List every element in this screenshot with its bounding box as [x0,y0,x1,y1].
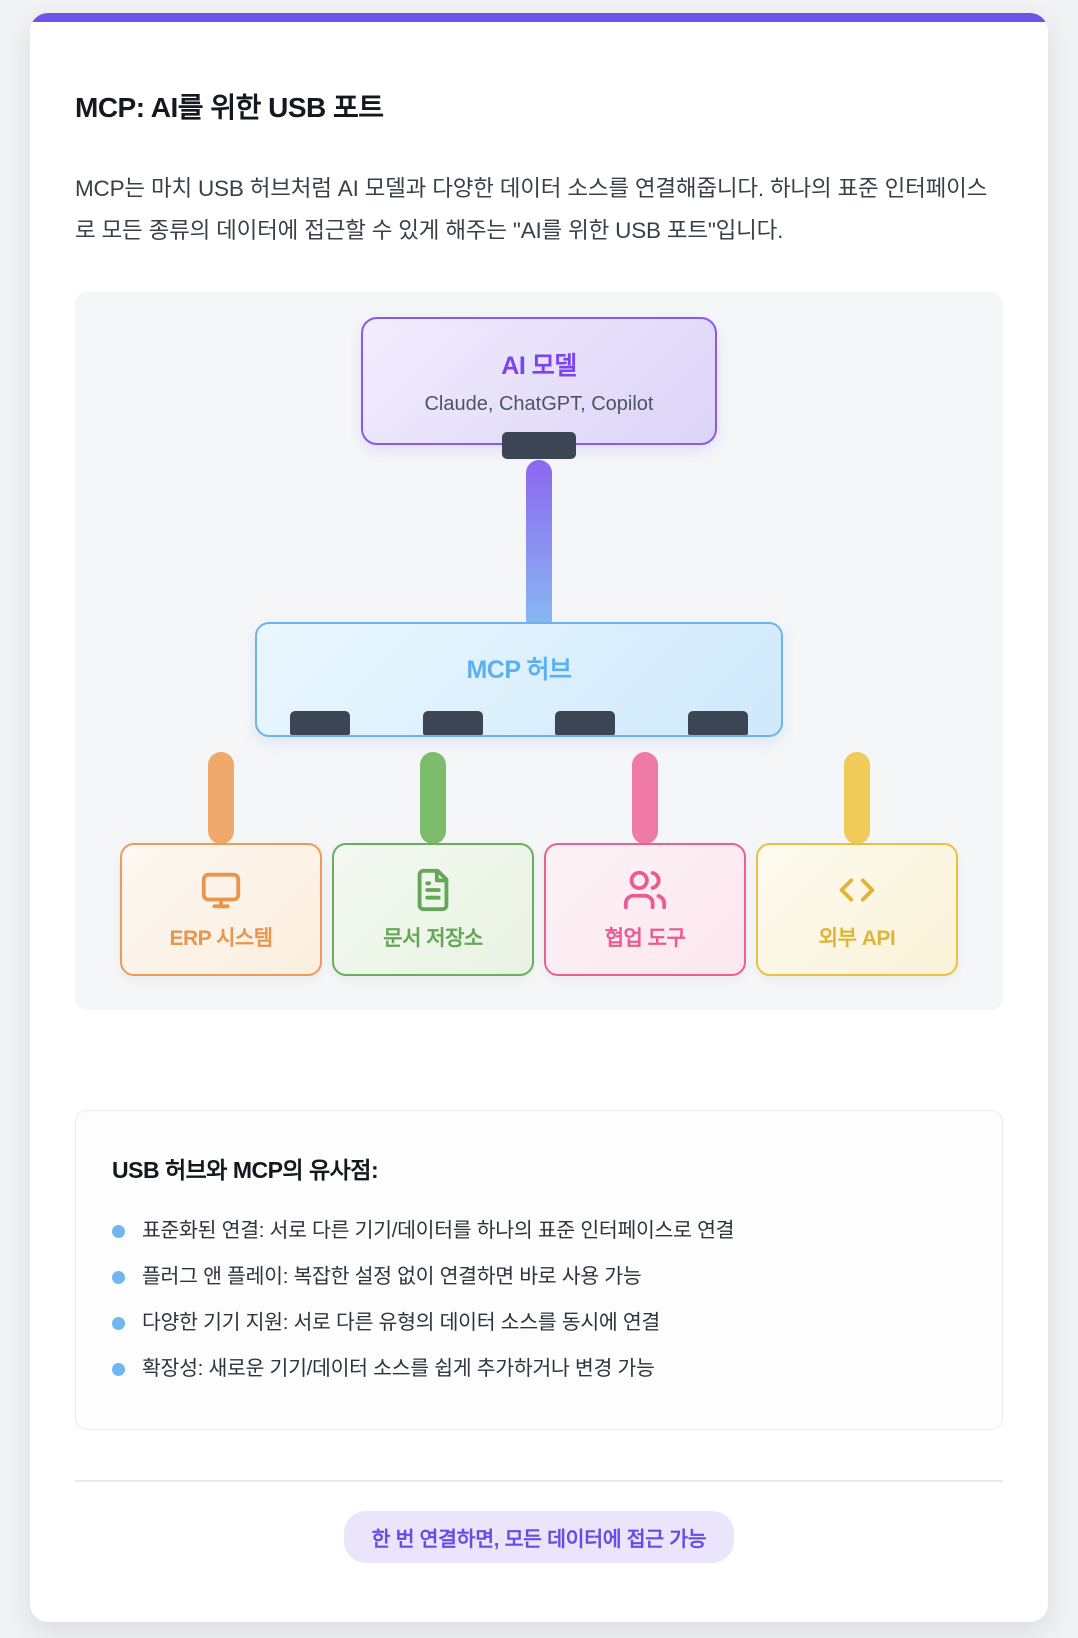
similarities-card: USB 허브와 MCP의 유사점: 표준화된 연결: 서로 다른 기기/데이터를… [75,1110,1003,1431]
hub-port [555,711,616,736]
list-item-text: 플러그 앤 플레이: 복잡한 설정 없이 연결하면 바로 사용 가능 [142,1265,642,1289]
list-item: 확장성: 새로운 기기/데이터 소스를 쉽게 추가하거나 변경 가능 [112,1355,966,1383]
source-api: 외부 API [756,752,958,977]
source-label: ERP 시스템 [169,927,273,951]
main-cable [526,460,552,633]
summary-badge: 한 번 연결하면, 모든 데이터에 접근 가능 [343,1511,735,1564]
intro-paragraph: MCP는 마치 USB 허브처럼 AI 모델과 다양한 데이터 소스를 연결해줍… [75,176,988,244]
ai-model-title: AI 모델 [501,352,577,381]
source-erp: ERP 시스템 [120,752,322,977]
source-collab: 협업 도구 [544,752,746,977]
bullet-dot-icon [112,1270,125,1284]
bullet-dot-icon [112,1316,125,1330]
list-item-text: 표준화된 연결: 서로 다른 기기/데이터를 하나의 표준 인터페이스로 연결 [142,1219,735,1243]
list-item-text: 다양한 기기 지원: 서로 다른 유형의 데이터 소스를 동시에 연결 [142,1311,660,1335]
api-cable [844,752,870,845]
hub-port-row [257,711,781,736]
similarities-heading: USB 허브와 MCP의 유사점: [112,1157,379,1184]
api-box: 외부 API [756,843,958,977]
mcp-hub-box: MCP 허브 [255,622,783,738]
docs-cable [420,752,446,845]
collab-box: 협업 도구 [544,843,746,977]
code-icon [834,867,880,913]
list-item: 다양한 기기 지원: 서로 다른 유형의 데이터 소스를 동시에 연결 [112,1309,966,1337]
source-docs: 문서 저장소 [332,752,534,977]
usb-plug-connector [502,432,576,460]
top-accent-bar [30,13,1048,22]
bullet-dot-icon [112,1224,125,1238]
bullet-dot-icon [112,1362,125,1376]
users-icon [622,867,668,913]
page-title: MCP: AI를 위한 USB 포트 [75,92,384,123]
list-item: 플러그 앤 플레이: 복잡한 설정 없이 연결하면 바로 사용 가능 [112,1263,966,1291]
content-card: MCP: AI를 위한 USB 포트 MCP는 마치 USB 허브처럼 AI 모… [30,13,1048,1622]
docs-box: 문서 저장소 [332,843,534,977]
list-item: 표준화된 연결: 서로 다른 기기/데이터를 하나의 표준 인터페이스로 연결 [112,1217,966,1245]
erp-box: ERP 시스템 [120,843,322,977]
hub-port [687,711,748,736]
collab-cable [632,752,658,845]
source-row: ERP 시스템 [120,752,958,977]
footer-badge-row: 한 번 연결하면, 모든 데이터에 접근 가능 [75,1511,1003,1564]
diagram-panel: AI 모델 Claude, ChatGPT, Copilot MCP 허브 [75,292,1003,1011]
list-item-text: 확장성: 새로운 기기/데이터 소스를 쉽게 추가하거나 변경 가능 [142,1357,655,1381]
source-label: 협업 도구 [604,927,686,951]
hub-port [422,711,483,736]
hub-port [290,711,350,736]
document-icon [410,867,456,913]
card-content: MCP: AI를 위한 USB 포트 MCP는 마치 USB 허브처럼 AI 모… [30,22,1048,1564]
ai-model-box: AI 모델 Claude, ChatGPT, Copilot [361,317,717,446]
ai-model-subtitle: Claude, ChatGPT, Copilot [424,393,654,416]
mcp-hub-title: MCP 허브 [466,656,572,685]
erp-cable [208,752,234,845]
monitor-icon [198,867,244,913]
divider [75,1480,1003,1483]
source-label: 문서 저장소 [383,927,483,951]
source-label: 외부 API [818,927,896,951]
